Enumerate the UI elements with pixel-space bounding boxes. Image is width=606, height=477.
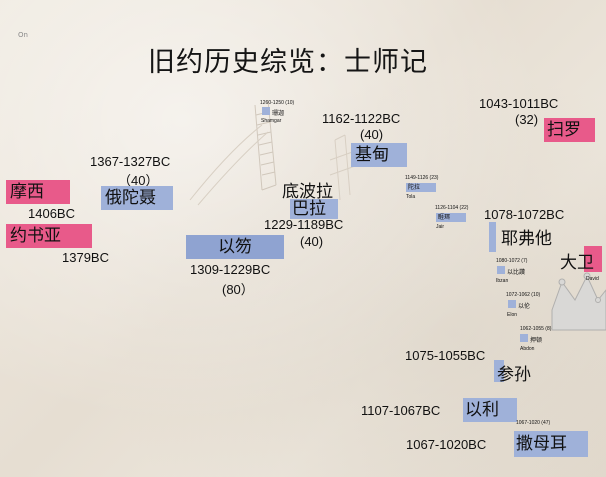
abdon-name-en: Abdon: [520, 346, 535, 352]
elon-name: 以伦: [518, 303, 531, 310]
jephthah-marker: [489, 222, 496, 252]
ibzan-name: 以比讚: [507, 269, 526, 276]
ehud-date: 1309-1229BC: [190, 262, 271, 277]
abdon-date: 1062-1055 (8): [520, 326, 552, 332]
moses-label: 摩西: [6, 180, 70, 204]
jephthah-date: 1078-1072BC: [484, 207, 565, 222]
deborah-barak-years: (40): [300, 234, 324, 249]
jair-name-en: Jair: [436, 224, 445, 230]
jephthah-label: 耶弗他: [501, 229, 552, 249]
shamgar-name-en: Shamgar: [261, 118, 282, 124]
ehud-years: (80）: [222, 282, 254, 297]
abdon-marker: [520, 334, 528, 342]
tola-name-en: Tola: [406, 194, 416, 200]
joshua-date: 1379BC: [62, 250, 109, 265]
moses-date: 1406BC: [28, 206, 75, 221]
ibzan-marker: [497, 266, 505, 274]
elon-date: 1072-1062 (10): [506, 292, 541, 298]
samson-date: 1075-1055BC: [405, 348, 486, 363]
gideon-label: 基甸: [351, 143, 407, 167]
barak-label: 巴拉: [290, 199, 338, 219]
samson-label: 参孙: [497, 365, 531, 385]
samuel-small-date: 1067-1020 (47): [516, 420, 551, 426]
page-title: 旧约历史综览：士师记: [148, 47, 428, 78]
corner-mark: On: [18, 31, 28, 39]
samson-marker: [494, 360, 504, 382]
jair-date: 1126-1104 (22): [435, 205, 469, 211]
deborah-barak-date: 1229-1189BC: [264, 217, 344, 232]
eli-date: 1107-1067BC: [361, 403, 441, 418]
samuel-date: 1067-1020BC: [406, 437, 487, 452]
shamgar-marker: [262, 107, 270, 115]
joshua-label: 约书亚: [6, 224, 92, 248]
tola-name: 陀拉: [406, 183, 436, 192]
tola-date: 1149-1126 (23): [405, 175, 439, 181]
elon-marker: [508, 300, 516, 308]
gideon-date: 1162-1122BC: [322, 111, 401, 126]
shamgar-date: 1260-1250 (10): [260, 100, 295, 106]
crown-sketch: [551, 272, 606, 331]
gideon-years: (40): [360, 127, 384, 142]
david-label: 大卫: [560, 253, 594, 273]
saul-label: 扫罗: [544, 118, 595, 142]
elon-name-en: Elon: [507, 312, 518, 318]
saul-date: 1043-1011BC: [479, 96, 559, 111]
othniel-years: （40）: [118, 173, 159, 188]
othniel-date: 1367-1327BC: [90, 154, 171, 169]
david-name-en: David: [586, 276, 599, 282]
saul-years: (32): [515, 112, 539, 127]
staircase-sketch: [189, 99, 277, 206]
deborah-label: 底波拉: [282, 182, 333, 202]
ibzan-name-en: Ibzan: [496, 278, 509, 284]
othniel-label: 俄陀聂: [101, 186, 173, 210]
david-marker: [584, 246, 602, 272]
eli-label: 以利: [463, 398, 517, 422]
ibzan-date: 1080-1072 (7): [496, 258, 528, 264]
abdon-name: 押顿: [530, 337, 543, 344]
jair-name: 睚珥: [436, 213, 466, 222]
samuel-label: 撒母耳: [514, 431, 588, 457]
shamgar-name: 珊迦: [272, 110, 285, 117]
ehud-label: 以笏: [186, 235, 284, 259]
